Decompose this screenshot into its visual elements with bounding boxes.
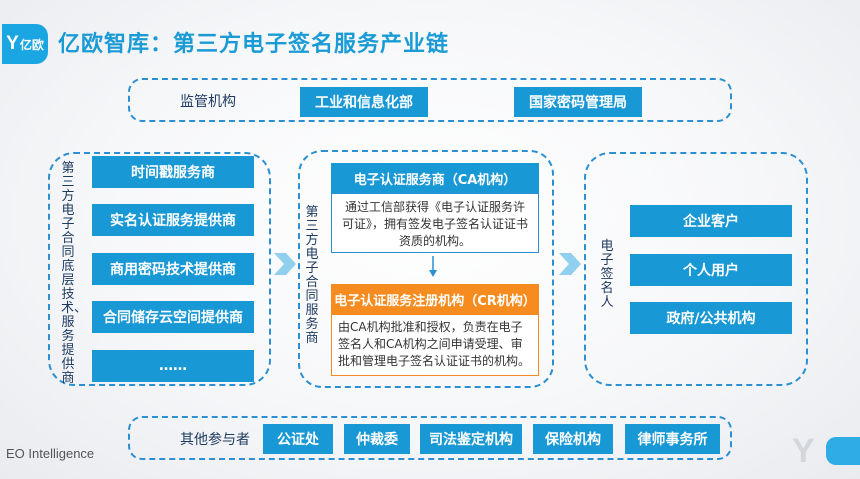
signer-government: 政府/公共机构 [630, 302, 792, 334]
regulator-miit: 工业和信息化部 [300, 87, 428, 117]
watermark-logo-icon: Y [792, 432, 815, 470]
logo-text: 亿欧 [19, 37, 44, 52]
other-forensics: 司法鉴定机构 [420, 424, 522, 454]
other-insurance: 保险机构 [533, 424, 613, 454]
provider-timestamp: 时间戳服务商 [92, 156, 254, 188]
footer-brand: EO Intelligence [6, 446, 95, 461]
middle-column-label: 第三方电子合同服务商 [305, 205, 319, 346]
arrow-down-icon [429, 256, 437, 277]
other-law-firm: 律师事务所 [625, 424, 720, 454]
provider-more: …… [92, 350, 254, 382]
regulators-label: 监管机构 [180, 94, 236, 110]
ca-description: 通过工信部获得《电子认证服务许可证》，拥有签发电子签名认证证书资质的机构。 [331, 193, 539, 253]
right-column-label: 电子签名人 [600, 239, 614, 310]
chevron-right-icon [559, 253, 581, 275]
brand-logo: Y 亿欧 [2, 24, 48, 64]
provider-crypto: 商用密码技术提供商 [92, 253, 254, 285]
ca-title: 电子认证服务商（CA机构） [331, 163, 539, 193]
others-label: 其他参与者 [180, 432, 250, 448]
cr-description: 由CA机构批准和授权，负责在电子签名人和CA机构之间申请受理、审批和管理电子签名… [331, 314, 539, 376]
cr-title: 电子认证服务注册机构（CR机构） [331, 284, 539, 314]
logo-glyph: Y [6, 33, 19, 54]
signer-individual: 个人用户 [630, 254, 792, 286]
other-notary: 公证处 [263, 424, 333, 454]
signer-enterprise: 企业客户 [630, 205, 792, 237]
left-column-label: 第三方电子合同底层技术、服务提供商 [61, 161, 88, 386]
middle-column-box [298, 150, 554, 388]
right-column-box [584, 152, 808, 386]
others-box [128, 416, 732, 460]
corner-brand-mark [826, 437, 860, 465]
chevron-right-icon [274, 253, 296, 275]
page-title: 亿欧智库：第三方电子签名服务产业链 [58, 32, 450, 57]
provider-cloud-storage: 合同储存云空间提供商 [92, 301, 254, 333]
provider-identity: 实名认证服务提供商 [92, 204, 254, 236]
other-arbitration: 仲裁委 [344, 424, 410, 454]
left-column-box [48, 152, 271, 386]
regulators-box [128, 78, 732, 122]
regulator-oscca: 国家密码管理局 [514, 87, 642, 117]
